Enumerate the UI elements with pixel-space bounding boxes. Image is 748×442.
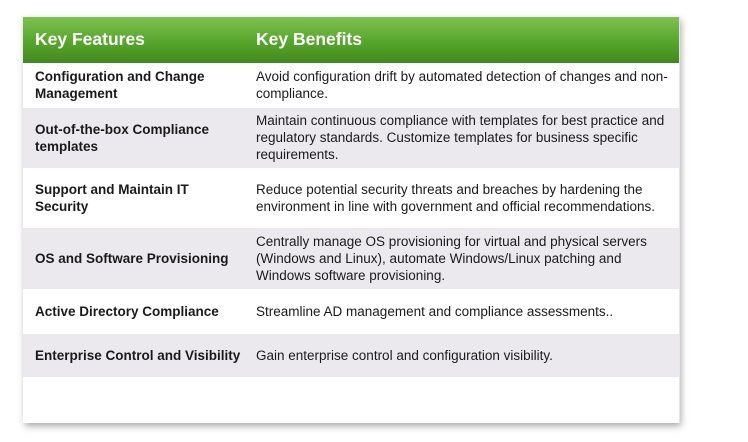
- benefit-cell: Gain enterprise control and configuratio…: [256, 347, 553, 363]
- benefit-cell: Centrally manage OS provisioning for vir…: [256, 233, 647, 283]
- header-key-features: Key Features: [35, 29, 145, 50]
- features-benefits-card: Key Features Key Benefits Configuration …: [23, 17, 679, 423]
- table-row: Configuration and Change Management Avoi…: [23, 63, 679, 107]
- benefit-cell: Avoid configuration drift by automated d…: [256, 69, 668, 101]
- feature-cell: Active Directory Compliance: [35, 303, 219, 319]
- table-header-row: Key Features Key Benefits: [23, 17, 679, 63]
- feature-cell: Support and Maintain IT Security: [35, 181, 189, 214]
- table-row: Active Directory Compliance Streamline A…: [23, 289, 679, 333]
- card-edge-divider: [679, 17, 680, 423]
- features-benefits-table: Key Features Key Benefits Configuration …: [23, 17, 679, 377]
- benefit-cell: Streamline AD management and compliance …: [256, 303, 614, 319]
- benefit-cell: Maintain continuous compliance with temp…: [256, 113, 665, 162]
- table-row: OS and Software Provisioning Centrally m…: [23, 227, 679, 289]
- table-row: Out-of-the-box Compliance templates Main…: [23, 107, 679, 168]
- header-key-benefits: Key Benefits: [256, 29, 363, 50]
- table-row: Support and Maintain IT Security Reduce …: [23, 168, 679, 227]
- feature-cell: Out-of-the-box Compliance templates: [35, 121, 209, 154]
- benefit-cell: Reduce potential security threats and br…: [256, 181, 655, 214]
- feature-cell: Configuration and Change Management: [35, 69, 205, 101]
- table-row: Enterprise Control and Visibility Gain e…: [23, 333, 679, 377]
- feature-cell: Enterprise Control and Visibility: [35, 347, 241, 363]
- feature-cell: OS and Software Provisioning: [35, 250, 229, 266]
